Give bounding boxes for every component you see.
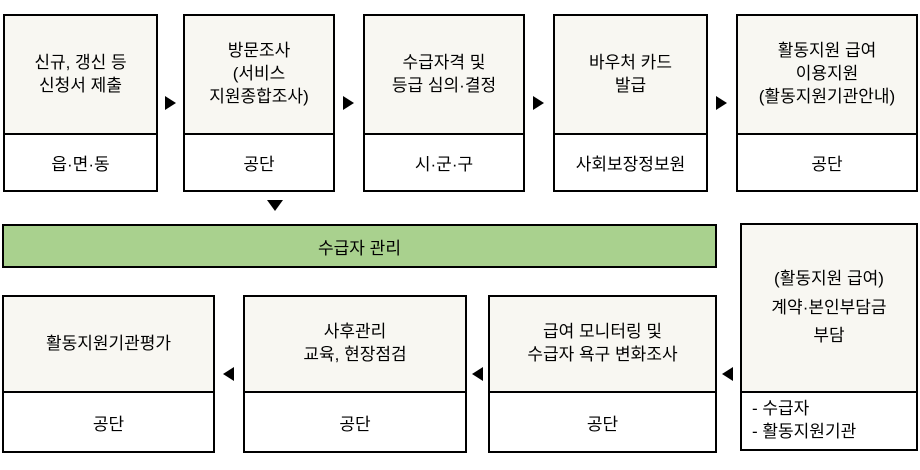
arrow-right-icon [165,96,176,110]
arrow-right-icon [533,96,544,110]
arrow-down-icon [267,200,283,211]
step-title: 바우처 카드 발급 [555,16,706,133]
step-box-benefit-monitoring: 급여 모니터링 및 수급자 욕구 변화조사 공단 [488,295,717,453]
step-title: 신규, 갱신 등 신청서 제출 [5,16,156,133]
step-title: 수급자격 및 등급 심의·결정 [365,16,523,133]
step-box-voucher-card: 바우처 카드 발급 사회보장정보원 [553,14,708,192]
step-title: 활동지원기관평가 [4,297,213,391]
arrow-left-icon [472,367,483,381]
party-item: - 활동지원기관 [752,422,857,441]
step-agency: 읍·면·동 [5,133,156,190]
step-agency: 공단 [245,391,465,451]
step-agency: 공단 [738,133,916,190]
arrow-right-icon [343,96,354,110]
step-agency: 시·군·구 [365,133,523,190]
contract-title: (활동지원 급여) 계약·본인부담금 부담 [742,225,916,391]
recipient-management-label: 수급자 관리 [318,238,401,258]
step-box-follow-up: 사후관리 교육, 현장점검 공단 [243,295,467,453]
contract-parties: - 수급자 - 활동지원기관 [742,391,916,449]
arrow-left-icon [223,367,234,381]
recipient-management-bar: 수급자 관리 [2,224,717,268]
contract-copay-box: (활동지원 급여) 계약·본인부담금 부담 - 수급자 - 활동지원기관 [740,223,918,451]
step-box-application: 신규, 갱신 등 신청서 제출 읍·면·동 [3,14,158,192]
step-title: 사후관리 교육, 현장점검 [245,297,465,391]
step-agency: 공단 [490,391,715,451]
step-title: 방문조사 (서비스 지원종합조사) [185,16,333,133]
step-agency: 공단 [4,391,213,451]
step-box-benefit-use-support: 활동지원 급여 이용지원 (활동지원기관안내) 공단 [736,14,918,192]
step-title: 활동지원 급여 이용지원 (활동지원기관안내) [738,16,916,133]
step-agency: 공단 [185,133,333,190]
party-item: - 수급자 [752,399,810,419]
step-box-visit-survey: 방문조사 (서비스 지원종합조사) 공단 [183,14,335,192]
arrow-right-icon [716,96,727,110]
step-box-eligibility-decision: 수급자격 및 등급 심의·결정 시·군·구 [363,14,525,192]
step-box-agency-evaluation: 활동지원기관평가 공단 [2,295,215,453]
arrow-left-icon [722,367,733,381]
step-agency: 사회보장정보원 [555,133,706,190]
step-title: 급여 모니터링 및 수급자 욕구 변화조사 [490,297,715,391]
